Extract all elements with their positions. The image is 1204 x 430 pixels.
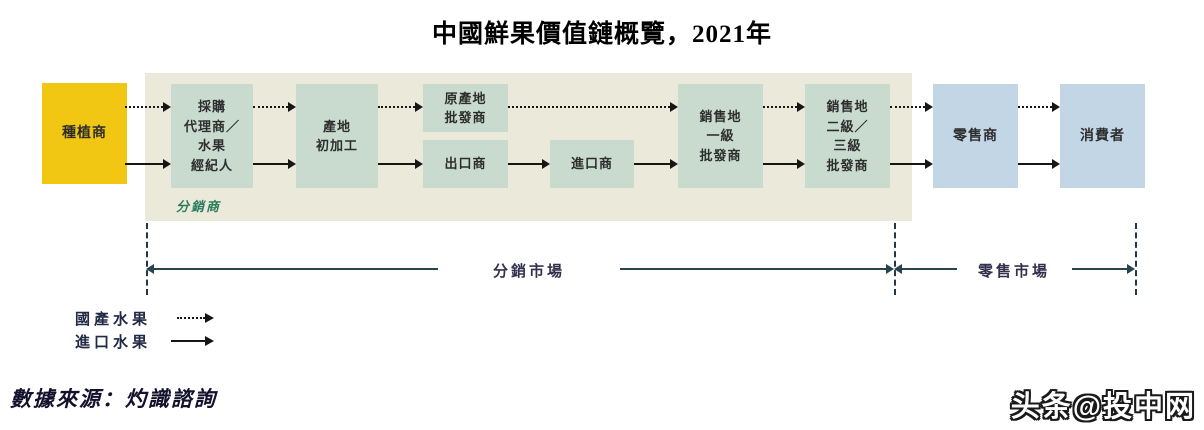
legend-imported-label: 進口水果 — [75, 335, 152, 351]
flow-arrow-solid — [763, 159, 805, 169]
node-origin-wholesaler: 原產地 批發商 — [423, 84, 508, 132]
flow-arrow-dotted — [763, 102, 805, 112]
node-importer: 進口商 — [550, 140, 634, 188]
node-label: 消費者 — [1080, 128, 1125, 144]
data-source-note: 數據來源：灼識諮詢 — [10, 387, 217, 411]
distributor-panel-label: 分銷商 — [176, 199, 222, 214]
node-label-line: 原產地 — [444, 90, 487, 106]
node-label-line: 採購 — [197, 99, 226, 114]
flow-arrow-solid — [890, 159, 933, 169]
node-label-line: 代理商／ — [183, 118, 240, 134]
flow-arrow-dotted — [508, 102, 678, 112]
distribution-market-label: 分銷市場 — [492, 264, 565, 280]
node-label: 種植商 — [62, 126, 107, 141]
node-label-line: 銷售地 — [699, 108, 742, 124]
node-label: 進口商 — [570, 156, 613, 172]
distribution-market-arrow-left — [146, 264, 438, 274]
node-label: 出口商 — [444, 156, 487, 172]
legend-domestic-label: 國產水果 — [75, 312, 152, 328]
flow-arrow-dotted — [125, 102, 171, 112]
node-label-line: 產地 — [322, 118, 351, 134]
retail-market-arrow-left — [894, 264, 957, 274]
node-label: 零售商 — [953, 128, 998, 144]
node-exporter: 出口商 — [423, 140, 508, 188]
retail-market-label: 零售市場 — [977, 264, 1050, 280]
flow-arrow-solid — [125, 159, 171, 169]
distributor-panel — [145, 73, 912, 221]
chart-title: 中國鮮果價值鏈概覽，2021年 — [431, 21, 772, 48]
node-procurement-agent: 採購 代理商／ 水果 經紀人 — [171, 84, 253, 188]
flow-arrow-dotted — [1018, 102, 1060, 112]
node-label-line: 經紀人 — [190, 157, 233, 173]
legend-dotted-arrow-icon — [177, 313, 214, 323]
node-first-level-wholesaler: 銷售地 一級 批發商 — [678, 84, 763, 188]
node-label-line: 批發商 — [444, 110, 487, 125]
flow-arrow-solid — [253, 159, 296, 169]
node-label-line: 水果 — [197, 138, 226, 153]
node-label-line: 二級／ — [826, 118, 869, 134]
watermark-text: 头条@投中网 — [1010, 391, 1196, 423]
flow-arrow-solid — [634, 159, 678, 169]
flow-arrow-solid — [378, 159, 423, 169]
retail-market-arrow-right — [1072, 264, 1135, 274]
node-consumer: 消費者 — [1060, 84, 1145, 188]
flow-arrow-solid — [1018, 159, 1060, 169]
market-divider-line — [146, 223, 148, 295]
flow-arrow-dotted — [378, 102, 423, 112]
node-label-line: 初加工 — [315, 138, 358, 153]
node-label-line: 銷售地 — [826, 99, 869, 114]
node-label-line: 一級 — [706, 128, 735, 144]
legend-solid-arrow-icon — [171, 336, 214, 346]
flow-arrow-dotted — [253, 102, 296, 112]
market-divider-line — [894, 223, 896, 295]
flow-arrow-solid — [508, 159, 550, 169]
node-origin-processing: 產地 初加工 — [296, 84, 378, 188]
node-grower: 種植商 — [42, 83, 127, 184]
node-label-line: 批發商 — [826, 157, 869, 173]
node-retailer: 零售商 — [933, 84, 1018, 188]
distribution-market-arrow-right — [620, 264, 894, 274]
node-second-third-level-wholesaler: 銷售地 二級／ 三級 批發商 — [805, 84, 890, 188]
market-divider-line — [1135, 223, 1137, 295]
node-label-line: 三級 — [833, 138, 862, 153]
node-label-line: 批發商 — [699, 147, 742, 163]
flow-arrow-dotted — [890, 102, 933, 112]
